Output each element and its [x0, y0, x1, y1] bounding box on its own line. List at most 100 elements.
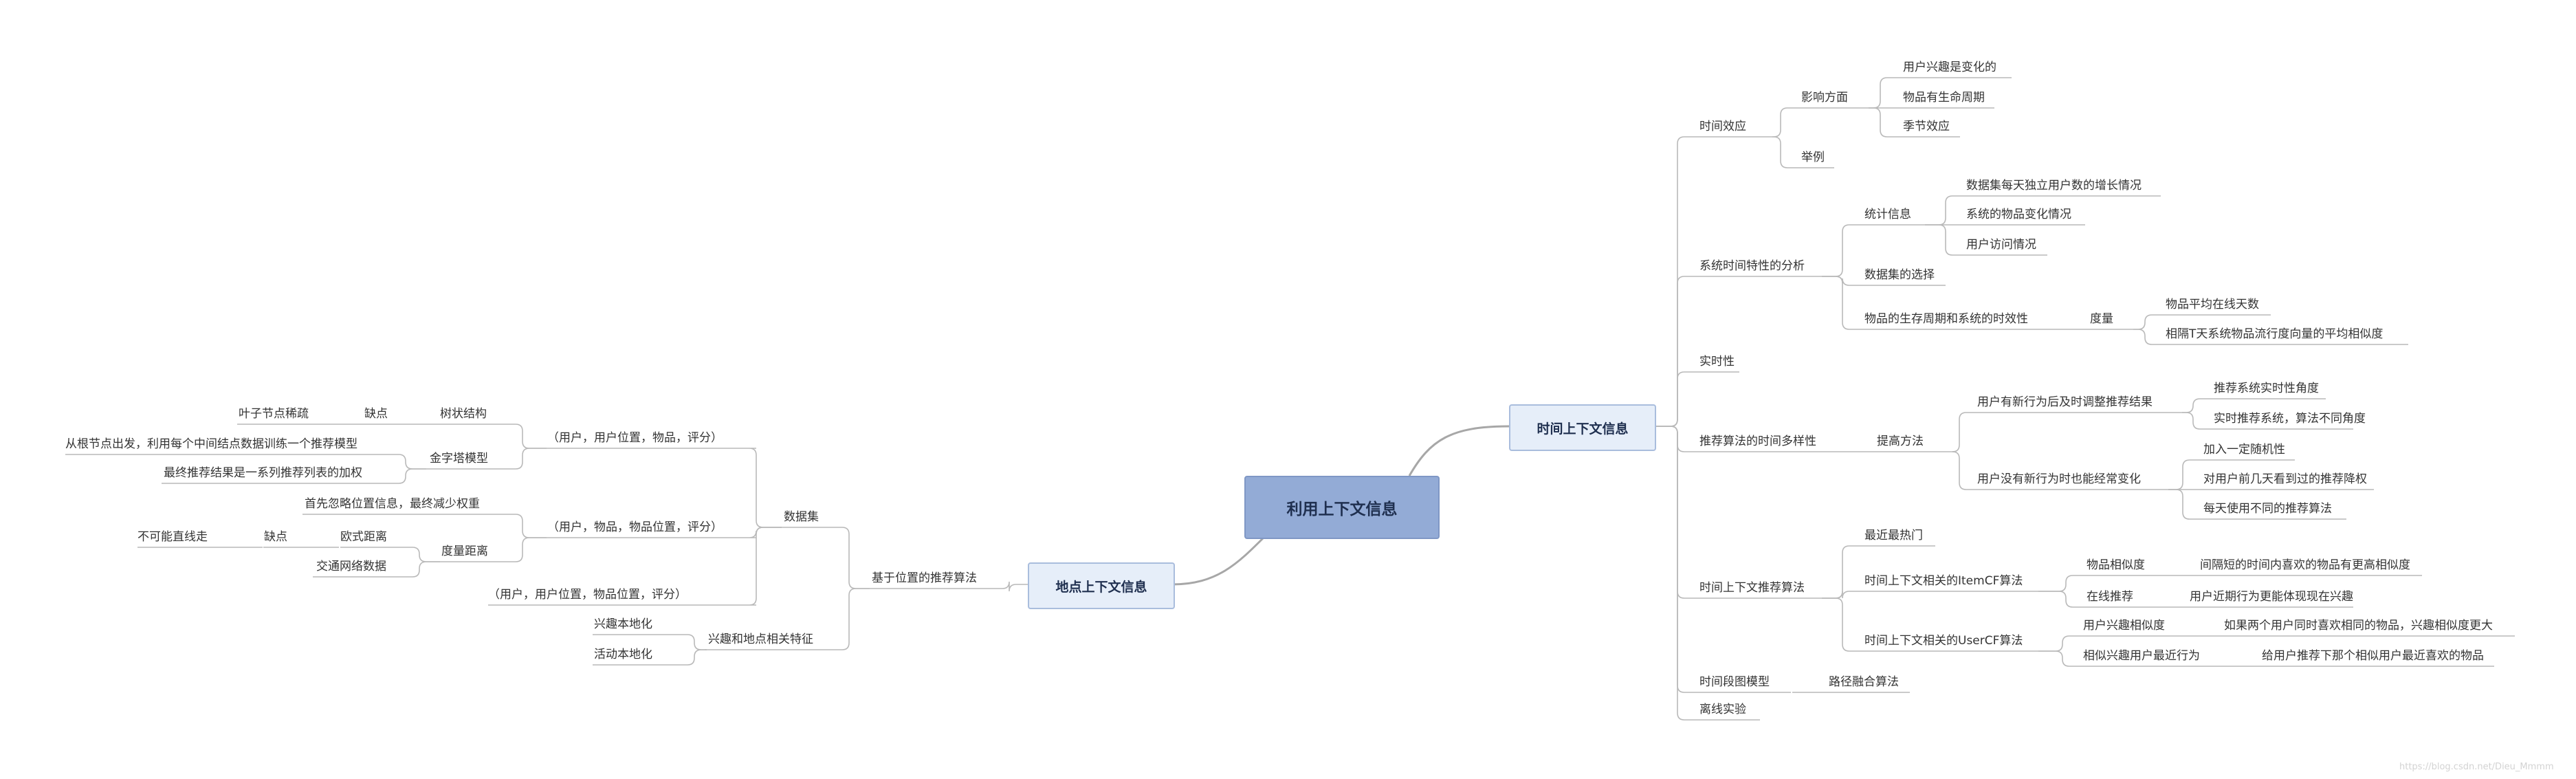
tuple3-node[interactable]: （用户，用户位置，物品位置，评分） — [488, 588, 687, 602]
recent-popular-node[interactable]: 最近最热门 — [1864, 529, 1923, 542]
connector-line — [2182, 412, 2353, 430]
connector-line — [593, 649, 707, 666]
stats-node[interactable]: 统计信息 — [1864, 208, 1911, 221]
pyramid-node[interactable]: 金字塔模型 — [430, 452, 488, 465]
influence-node[interactable]: 影响方面 — [1801, 91, 1848, 105]
watermark-text: https://blog.csdn.net/Dieu_Mmmm — [2399, 762, 2554, 772]
connector-line — [1869, 107, 1960, 138]
user-similarity-node[interactable]: 用户兴趣相似度 — [2083, 619, 2165, 633]
ignore-location-node[interactable]: 首先忽略位置信息，最终减少权重 — [305, 497, 480, 511]
path-fusion-node[interactable]: 路径融合算法 — [1829, 675, 1899, 689]
connector-line — [1772, 136, 1834, 168]
connector-line — [1653, 426, 1760, 721]
connector-line — [1653, 426, 1791, 693]
improve-method-node[interactable]: 提高方法 — [1877, 435, 1924, 448]
connector-line — [870, 581, 1028, 592]
dataset-node[interactable]: 数据集 — [784, 510, 819, 524]
tree-defect-node[interactable]: 缺点 — [364, 407, 388, 421]
connector-line — [488, 527, 782, 606]
connector-line — [1925, 224, 2047, 256]
time-segment-graph-node[interactable]: 时间段图模型 — [1699, 675, 1770, 689]
connector-line — [1952, 412, 2182, 452]
similar-recent-node[interactable]: 相似兴趣用户最近行为 — [2083, 649, 2200, 663]
random-node[interactable]: 加入一定随机性 — [2203, 443, 2285, 457]
tree-structure-node[interactable]: 树状结构 — [440, 407, 487, 421]
no-behavior-node[interactable]: 用户没有新行为时也能经常变化 — [1977, 472, 2141, 486]
tuple1-node[interactable]: （用户，用户位置，物品，评分） — [547, 431, 723, 445]
influence-season[interactable]: 季节效应 — [1903, 120, 1950, 133]
connector-line — [65, 454, 426, 470]
stats-item-change[interactable]: 系统的物品变化情况 — [1966, 208, 2071, 221]
online-rec-desc[interactable]: 用户近期行为更能体现现在兴趣 — [2190, 590, 2353, 604]
connector-line — [1653, 371, 1739, 427]
item-similarity-node[interactable]: 物品相似度 — [2087, 558, 2145, 572]
connector-line — [1408, 425, 1510, 476]
online-rec-node[interactable]: 在线推荐 — [2087, 590, 2133, 604]
system-time-analysis-node[interactable]: 系统时间特性的分析 — [1699, 259, 1805, 273]
measure-popularity-similarity[interactable]: 相隔T天系统物品流行度向量的平均相似度 — [2166, 327, 2384, 341]
realtime-angle[interactable]: 推荐系统实时性角度 — [2214, 382, 2319, 395]
offline-experiment-node[interactable]: 离线实验 — [1699, 703, 1746, 716]
stats-user-visit[interactable]: 用户访问情况 — [1966, 238, 2036, 252]
item-similarity-desc[interactable]: 间隔短的时间内喜欢的物品有更高相似度 — [2200, 558, 2410, 572]
root-node[interactable]: 利用上下文信息 — [1244, 476, 1440, 539]
connector-line — [1653, 276, 1822, 427]
connector-line — [302, 514, 547, 538]
time-algo-node[interactable]: 时间上下文推荐算法 — [1699, 581, 1805, 595]
connector-line — [1171, 535, 1266, 586]
realtime-algorithm-angle[interactable]: 实时推荐系统，算法不同角度 — [2214, 412, 2366, 426]
example-node[interactable]: 举例 — [1801, 151, 1825, 164]
dataset-choice-node[interactable]: 数据集的选择 — [1864, 268, 1935, 282]
influence-interest-change[interactable]: 用户兴趣是变化的 — [1903, 61, 1996, 74]
lifecycle-node[interactable]: 物品的生存周期和系统的时效性 — [1864, 312, 2028, 326]
similar-recent-desc[interactable]: 给用户推荐下那个相似用户最近喜欢的物品 — [2262, 649, 2484, 663]
connector-line — [547, 448, 782, 528]
measure-online-days[interactable]: 物品平均在线天数 — [2166, 298, 2259, 311]
downweight-node[interactable]: 对用户前几天看到过的推荐降权 — [2203, 472, 2367, 486]
connector-line — [1653, 136, 1772, 427]
euclid-distance-node[interactable]: 欧式距离 — [340, 530, 387, 544]
no-straight-node[interactable]: 不可能直线走 — [137, 530, 208, 544]
different-algo-node[interactable]: 每天使用不同的推荐算法 — [2203, 502, 2332, 516]
influence-item-lifecycle[interactable]: 物品有生命周期 — [1903, 91, 1985, 105]
itemcf-node[interactable]: 时间上下文相关的ItemCF算法 — [1864, 574, 2023, 588]
leaf-sparse-node[interactable]: 叶子节点稀疏 — [239, 407, 309, 421]
location-context-node[interactable]: 地点上下文信息 — [1028, 562, 1175, 609]
connector-line — [2038, 575, 2168, 592]
connector-line — [162, 468, 426, 484]
euclid-defect-node[interactable]: 缺点 — [264, 530, 287, 544]
user-similarity-desc[interactable]: 如果两个用户同时喜欢相同的物品，兴趣相似度更大 — [2224, 619, 2493, 633]
interest-local-node[interactable]: 兴趣本地化 — [594, 617, 652, 631]
connector-line — [2133, 329, 2408, 345]
measure-node[interactable]: 度量 — [2090, 312, 2113, 326]
connector-line — [440, 537, 547, 562]
realtime-node[interactable]: 实时性 — [1699, 355, 1735, 369]
connector-line — [782, 527, 870, 589]
connector-line — [1952, 451, 2168, 490]
pyramid-weighted-node[interactable]: 最终推荐结果是一系列推荐列表的加权 — [164, 466, 362, 480]
lbs-algo-node[interactable]: 基于位置的推荐算法 — [872, 571, 977, 585]
connector-line — [1822, 276, 2049, 330]
connector-line — [2168, 489, 2346, 520]
time-effect-node[interactable]: 时间效应 — [1699, 120, 1746, 133]
connector-line — [2133, 314, 2271, 330]
new-behavior-node[interactable]: 用户有新行为后及时调整推荐结果 — [1977, 395, 2153, 409]
tuple2-node[interactable]: （用户，物品，物品位置，评分） — [547, 520, 723, 534]
connector-line — [1822, 224, 1925, 277]
connector-line — [1822, 591, 2038, 599]
time-context-node[interactable]: 时间上下文信息 — [1509, 404, 1656, 451]
connector-line — [2038, 635, 2192, 652]
connector-line — [2038, 650, 2216, 667]
connector-line — [2182, 398, 2326, 413]
interest-location-node[interactable]: 兴趣和地点相关特征 — [708, 633, 813, 646]
activity-local-node[interactable]: 活动本地化 — [594, 648, 652, 661]
traffic-network-node[interactable]: 交通网络数据 — [316, 560, 386, 573]
pyramid-train-node[interactable]: 从根节点出发，利用每个中间结点数据训练一个推荐模型 — [65, 437, 357, 451]
distance-measure-node[interactable]: 度量距离 — [441, 545, 488, 558]
connector-line — [2038, 591, 2140, 608]
stats-user-growth[interactable]: 数据集每天独立用户数的增长情况 — [1966, 179, 2142, 193]
time-diversity-node[interactable]: 推荐算法的时间多样性 — [1699, 435, 1816, 448]
usercf-node[interactable]: 时间上下文相关的UserCF算法 — [1864, 634, 2023, 648]
